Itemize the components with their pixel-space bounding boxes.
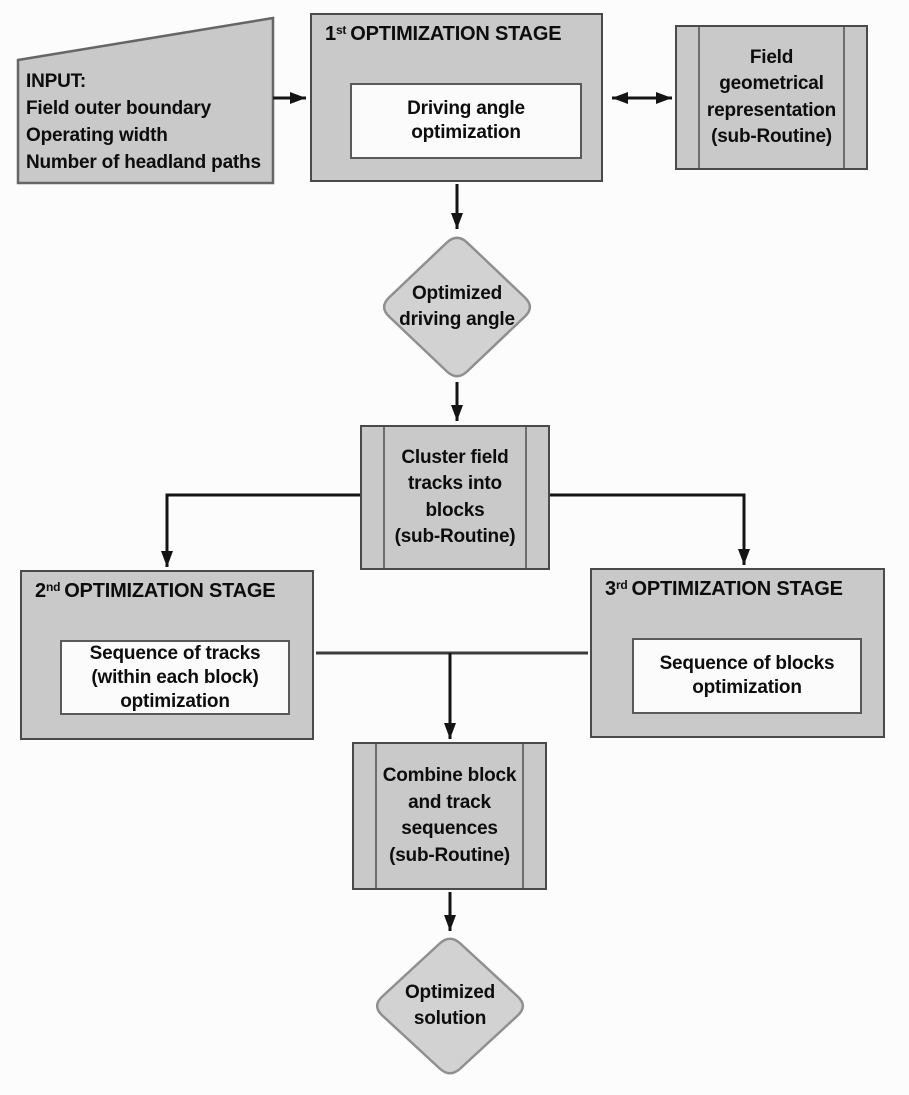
cluster-tracks-subroutine-box: Cluster field tracks into blocks (sub-Ro… xyxy=(360,425,550,570)
sequence-of-blocks-box: Sequence of blocks optimization xyxy=(632,638,862,714)
subroutine-side-line-left xyxy=(383,427,385,568)
subroutine-side-line-left xyxy=(698,27,700,168)
subroutine-side-line-right xyxy=(843,27,845,168)
decision-solution-shape xyxy=(375,937,525,1075)
cluster-tracks-label: Cluster field tracks into blocks (sub-Ro… xyxy=(394,446,516,548)
stage2-title-text: OPTIMIZATION STAGE xyxy=(64,580,276,602)
stage3-ordinal-suffix: rd xyxy=(615,578,628,592)
subroutine-side-line-right xyxy=(522,744,524,888)
input-parallelogram-shape xyxy=(16,16,275,185)
stage1-ordinal-suffix: st xyxy=(335,23,347,37)
subroutine-side-line-left xyxy=(375,744,377,888)
stage3-ordinal: 3 xyxy=(605,578,616,600)
sequence-of-tracks-box: Sequence of tracks (within each block) o… xyxy=(60,640,290,715)
decision-driving-angle-shape xyxy=(382,236,532,378)
input-line-boundary: Field outer boundary xyxy=(26,98,211,119)
combine-sequences-subroutine-box: Combine block and track sequences (sub-R… xyxy=(352,742,547,890)
decision-driving-angle-label: Optimized driving angle xyxy=(399,283,515,330)
decision-solution-label: Optimized solution xyxy=(404,982,496,1029)
stage2-ordinal: 2 xyxy=(35,580,46,602)
arrow-cluster-to-stage2 xyxy=(161,493,360,567)
field-geometry-label: Field geometrical representation (sub-Ro… xyxy=(706,46,837,148)
combine-sequences-label: Combine block and track sequences (sub-R… xyxy=(382,765,517,866)
input-line-width: Operating width xyxy=(26,125,168,146)
input-line-headland: Number of headland paths xyxy=(26,152,261,173)
stage2-ordinal-suffix: nd xyxy=(45,580,61,594)
driving-angle-optimization-box: Driving angle optimization xyxy=(350,83,582,159)
stage1-title-text: OPTIMIZATION STAGE xyxy=(350,23,562,45)
arrow-cluster-to-stage3 xyxy=(550,493,750,565)
stage3-title-text: OPTIMIZATION STAGE xyxy=(631,578,843,600)
field-geometry-subroutine-box: Field geometrical representation (sub-Ro… xyxy=(675,25,868,170)
input-line-title: INPUT: xyxy=(26,71,87,92)
input-block: INPUT: Field outer boundary Operating wi… xyxy=(26,68,276,176)
subroutine-side-line-right xyxy=(525,427,527,568)
stage1-ordinal: 1 xyxy=(325,23,336,45)
